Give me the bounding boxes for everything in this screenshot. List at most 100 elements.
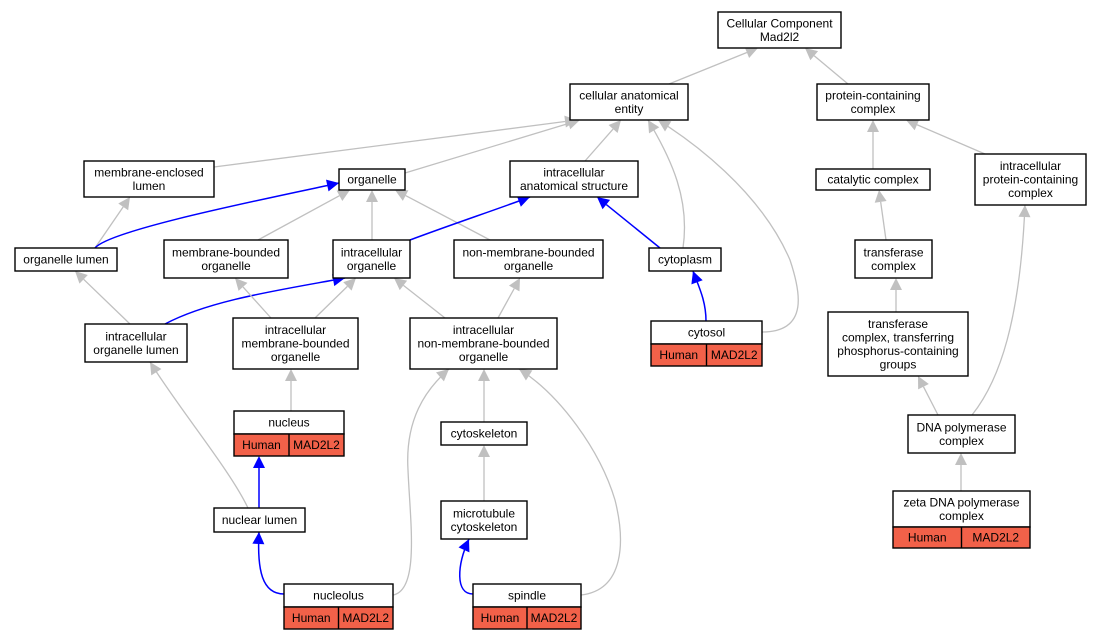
edge-nuclear_lumen-to-intracellular_organelle_lumen [149, 361, 249, 509]
edge-arrowhead [906, 119, 920, 131]
edge-line [647, 119, 686, 249]
edge-arrowhead [519, 369, 533, 381]
node-label-line: nuclear lumen [222, 513, 297, 527]
edge-arrowhead [253, 456, 265, 468]
edge-arrowhead [691, 271, 703, 285]
node-box [332, 239, 411, 279]
node-label-line: nucleolus [313, 589, 364, 603]
edge-arrowhead [366, 190, 378, 202]
edge-spindle-to-intracellular_non_membrane_bounded_organelle [518, 368, 622, 596]
edge-line [657, 119, 799, 333]
node-catalytic-complex[interactable]: catalytic complex [815, 168, 931, 191]
edge-line [404, 122, 569, 174]
node-label-line: intracellular [453, 323, 514, 337]
edge-arrowhead [478, 445, 490, 457]
node-label-line: spindle [508, 589, 546, 603]
node-box [907, 414, 1016, 454]
node-label-line: non-membrane-bounded [462, 245, 594, 259]
edge-arrowhead [516, 195, 530, 207]
edge-line [497, 288, 515, 319]
edge-cellular_anatomical_entity-to-cellular_component [668, 46, 758, 85]
node-intracellular-non-membrane-bounded-organelle[interactable]: intracellularnon-membrane-boundedorganel… [409, 317, 558, 370]
node-label-line: organelle [347, 259, 397, 273]
annotation-gene: MAD2L2 [293, 438, 340, 452]
node-label-line: organelle [271, 350, 321, 364]
node-label-line: organelle [201, 259, 251, 273]
edge-organelle_lumen-to-membrane_enclosed_lumen [94, 197, 130, 249]
edge-arrowhead [658, 120, 672, 132]
node-label-line: complex [939, 434, 984, 448]
node-label-line: intracellular [105, 329, 166, 343]
node-label-line: non-membrane-bounded [417, 337, 549, 351]
node-box [440, 421, 528, 446]
edge-intracellular_membrane_bounded_organelle-to-membrane_bounded_organelle [235, 278, 272, 319]
node-organelle[interactable]: organelle [338, 168, 406, 191]
node-label-line: complex [1008, 186, 1053, 200]
edge-arrowhead [394, 278, 408, 291]
edge-arrowhead [648, 120, 660, 134]
edge-line [971, 204, 1026, 416]
annotation-species: Human [242, 438, 281, 452]
edge-zeta_dna_polymerase_complex-to-dna_polymerase_complex [955, 453, 967, 491]
edge-dna_polymerase_complex-to-transferase_complex_phosphorus [918, 376, 939, 416]
node-label-line: cytoskeleton [451, 520, 518, 534]
edge-line [605, 203, 661, 249]
edge-line [392, 368, 450, 596]
node-label-line: transferase [863, 245, 923, 259]
edge-line [403, 284, 446, 319]
edge-line [257, 195, 340, 241]
edge-arrowhead [336, 190, 350, 202]
edge-arrowhead [744, 46, 758, 59]
node-label-line: complex, transferring [842, 330, 954, 344]
edge-intracellular_non_membrane_bounded_organelle-to-intracellular_organelle [394, 278, 446, 319]
edge-arrowhead [1018, 205, 1031, 218]
edge-line [94, 182, 340, 249]
node-cytoplasm[interactable]: cytoplasm [648, 247, 722, 272]
node-label-line: entity [615, 102, 644, 116]
edge-line [405, 195, 491, 241]
node-box [974, 153, 1087, 206]
node-nuclear-lumen[interactable]: nuclear lumen [213, 507, 306, 533]
node-label-line: complex [939, 509, 984, 523]
edge-arrowhead [508, 278, 520, 292]
node-cytoskeleton[interactable]: cytoskeleton [440, 421, 528, 446]
annotation-species: Human [292, 611, 331, 625]
node-label-line: cellular anatomical [579, 88, 678, 102]
edge-line [916, 124, 986, 155]
edge-spindle-to-microtubule_cytoskeleton [458, 538, 474, 595]
node-box [409, 317, 558, 370]
node-label-line: lumen [133, 179, 166, 193]
node-label-line: complex [851, 102, 896, 116]
node-box [509, 160, 639, 198]
edge-arrowhead [890, 278, 902, 290]
annotation-gene: MAD2L2 [342, 611, 389, 625]
node-label-line: intracellular [543, 165, 604, 179]
edge-line [584, 128, 614, 162]
edge-transferase_complex-to-catalytic_complex [874, 190, 887, 241]
node-organelle-lumen[interactable]: organelle lumen [14, 247, 118, 272]
node-label-line: protein-containing [983, 173, 1078, 187]
node-box [569, 83, 689, 121]
node-box [892, 490, 1031, 528]
